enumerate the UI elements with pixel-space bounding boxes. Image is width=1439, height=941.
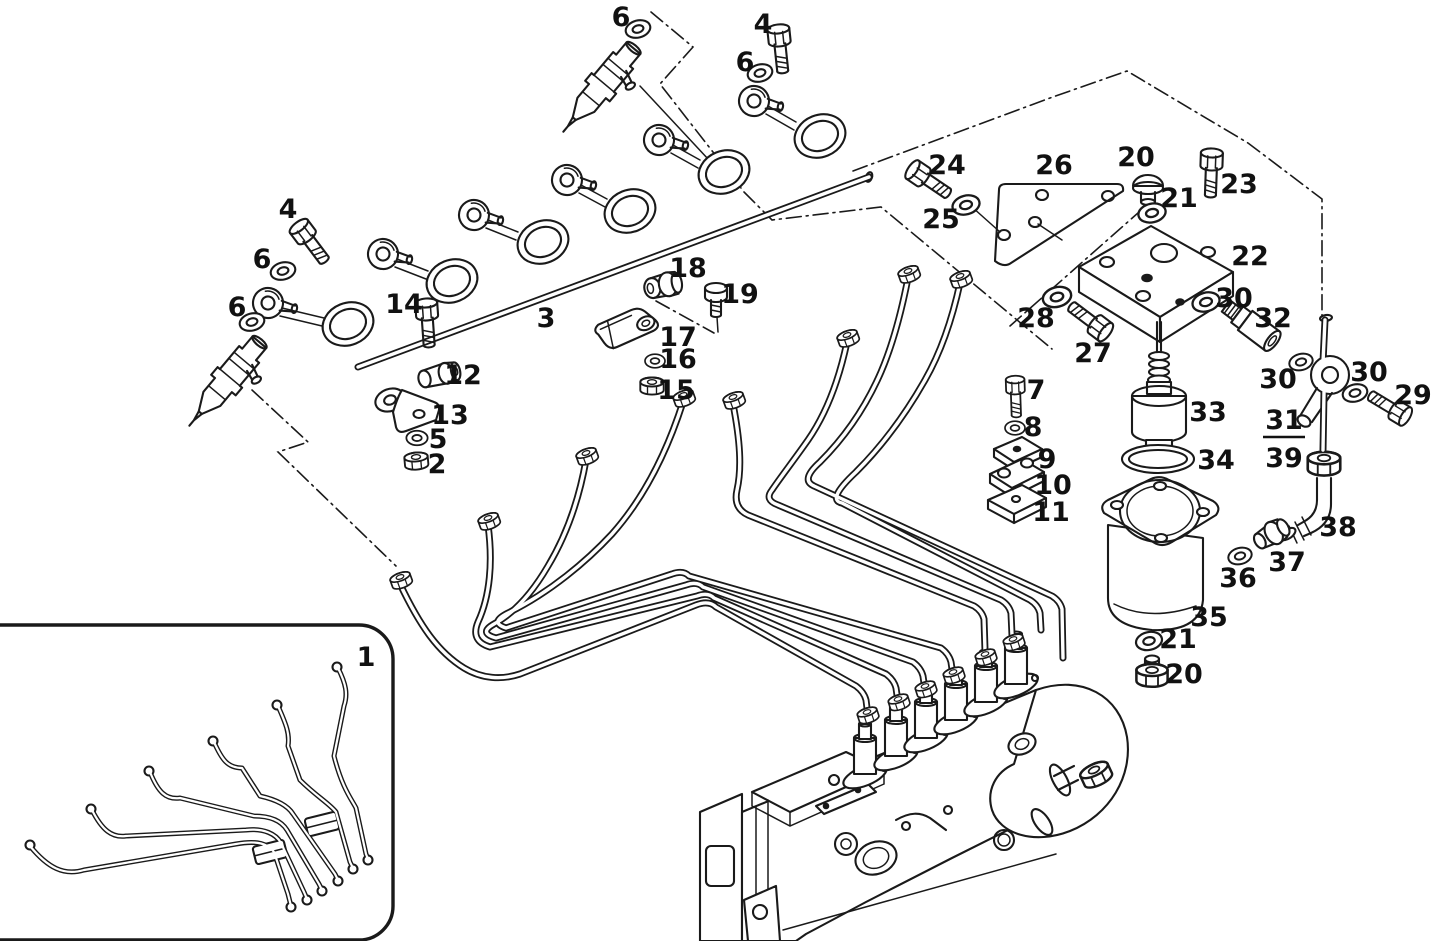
pipe-clamp-group — [986, 374, 1048, 525]
callout-19: 19 — [721, 279, 759, 310]
callout-14: 14 — [385, 289, 423, 320]
injector-top — [550, 34, 657, 150]
callout-4: 4 — [279, 194, 298, 225]
callout-6: 6 — [612, 2, 631, 33]
callout-30: 30 — [1215, 283, 1253, 314]
callout-36: 36 — [1219, 563, 1257, 594]
banjo-fitting — [364, 235, 417, 276]
fuel-filter-35 — [1101, 476, 1220, 632]
pipe-fittings — [388, 262, 1027, 727]
overflow-valve-32 — [1220, 299, 1282, 353]
callout-37: 37 — [1268, 547, 1306, 578]
callout-6: 6 — [253, 244, 272, 275]
callout-21: 21 — [1160, 183, 1198, 214]
callout-31: 31 — [1265, 405, 1303, 436]
leak-off-coil — [786, 105, 854, 167]
callout-25: 25 — [922, 204, 960, 235]
union-nut-39 — [1306, 450, 1342, 477]
nut-2 — [403, 450, 430, 472]
pipe-kit-drawing — [24, 661, 374, 913]
injection-pipes — [396, 274, 1067, 712]
callout-12: 12 — [444, 360, 482, 391]
callout-17: 17 — [659, 322, 697, 353]
inset-border — [0, 623, 395, 941]
callout-20: 20 — [1165, 659, 1203, 690]
callout-1: 1 — [357, 642, 376, 673]
leak-off-coil — [509, 211, 577, 273]
callout-13: 13 — [431, 400, 469, 431]
overflow-valve-group — [1220, 299, 1416, 568]
callout-23: 23 — [1220, 169, 1258, 200]
callout-26: 26 — [1035, 150, 1073, 181]
banjo-fitting — [548, 161, 601, 202]
callout-7: 7 — [1027, 375, 1046, 406]
callout-22: 22 — [1231, 241, 1269, 272]
pipe-kit-inset — [0, 623, 395, 941]
fitting-37 — [1252, 518, 1291, 550]
callout-24: 24 — [928, 150, 966, 181]
callout-10: 10 — [1034, 470, 1072, 501]
leak-off-rail — [356, 175, 871, 369]
fitting-12 — [417, 361, 462, 389]
callout-27: 27 — [1074, 338, 1112, 369]
banjo-fitting — [455, 196, 508, 237]
leak-off-coil — [596, 180, 664, 242]
callout-15: 15 — [657, 375, 695, 406]
o-ring-34 — [1120, 443, 1196, 475]
bracket-13-group — [374, 361, 462, 472]
callout-6: 6 — [736, 47, 755, 78]
callout-20: 20 — [1117, 142, 1155, 173]
cover-plate-22 — [1077, 224, 1235, 344]
callout-8: 8 — [1024, 412, 1043, 443]
leak-off-coil — [314, 293, 382, 355]
callout-layer: 1234456666789101112131415161718192020212… — [228, 2, 1432, 690]
drain-plug-group — [1133, 628, 1169, 689]
banjo-fitting — [640, 121, 693, 162]
callout-21: 21 — [1159, 624, 1197, 655]
clamp-17-group — [594, 270, 729, 396]
callout-16: 16 — [659, 344, 697, 375]
construction-lines — [251, 11, 1323, 567]
injector-left — [176, 328, 283, 444]
callout-34: 34 — [1197, 445, 1235, 476]
callout-4: 4 — [754, 9, 773, 40]
washer-8 — [1004, 420, 1026, 436]
callout-33: 33 — [1189, 397, 1227, 428]
callout-3: 3 — [537, 303, 556, 334]
callout-39: 39 — [1265, 443, 1303, 474]
callout-6: 6 — [228, 292, 247, 323]
callout-18: 18 — [669, 253, 707, 284]
callout-38: 38 — [1319, 512, 1357, 543]
callout-9: 9 — [1038, 444, 1057, 475]
leak-off-rail-assembly — [249, 82, 874, 371]
plate-fasteners — [901, 147, 1225, 345]
plug-20 — [1135, 662, 1169, 689]
callout-29: 29 — [1394, 380, 1432, 411]
mounting-bracket-26 — [971, 182, 1125, 267]
callout-30: 30 — [1350, 357, 1388, 388]
cap-nut-20 — [1131, 174, 1165, 207]
callout-11: 11 — [1032, 497, 1070, 528]
callout-28: 28 — [1017, 303, 1055, 334]
washer-5 — [405, 429, 429, 447]
callout-2: 2 — [428, 449, 447, 480]
callout-32: 32 — [1254, 303, 1292, 334]
callout-35: 35 — [1190, 602, 1228, 633]
banjo-fitting — [735, 82, 788, 123]
injection-pump-drawing — [698, 630, 1129, 941]
callout-5: 5 — [429, 424, 448, 455]
washer-6 — [267, 258, 299, 284]
callout-30: 30 — [1259, 364, 1297, 395]
